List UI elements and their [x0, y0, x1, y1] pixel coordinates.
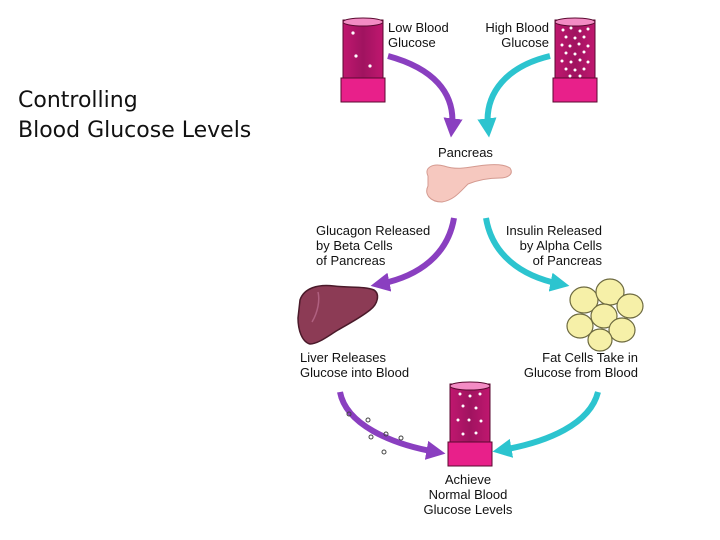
arrow-pancreas-to-fat	[483, 217, 570, 292]
pancreas-icon	[426, 164, 512, 203]
arrow-pancreas-to-liver	[370, 217, 457, 292]
label-low-blood-glucose: Low Blood Glucose	[388, 20, 449, 50]
label-fat-cells: Fat Cells Take in Glucose from Blood	[523, 350, 638, 380]
label-liver-releases: Liver Releases Glucose into Blood	[300, 350, 410, 380]
glucose-molecule-icons	[346, 411, 404, 455]
high-glucose-vessel-icon	[552, 17, 598, 103]
liver-icon	[297, 284, 379, 345]
arrow-high-to-pancreas	[477, 53, 551, 138]
label-insulin-released: Insulin Released by Alpha Cells of Pancr…	[505, 223, 602, 268]
arrow-fat-to-normal	[492, 391, 601, 458]
label-normal-blood-glucose: Achieve Normal Blood Glucose Levels	[423, 472, 513, 517]
fat-cells-icon	[566, 278, 644, 352]
arrow-liver-to-normal	[337, 391, 446, 460]
normal-glucose-vessel-icon	[447, 381, 493, 467]
label-pancreas: Pancreas	[438, 145, 493, 160]
arrow-low-to-pancreas	[387, 53, 463, 138]
title-line-2: Blood Glucose Levels	[18, 118, 252, 143]
label-high-blood-glucose: High Blood Glucose	[485, 20, 549, 50]
title-line-1: Controlling	[18, 88, 138, 113]
label-glucagon-released: Glucagon Released by Beta Cells of Pancr…	[316, 223, 431, 268]
page-title: Controlling Blood Glucose Levels	[18, 86, 251, 146]
low-glucose-vessel-icon	[340, 17, 386, 103]
